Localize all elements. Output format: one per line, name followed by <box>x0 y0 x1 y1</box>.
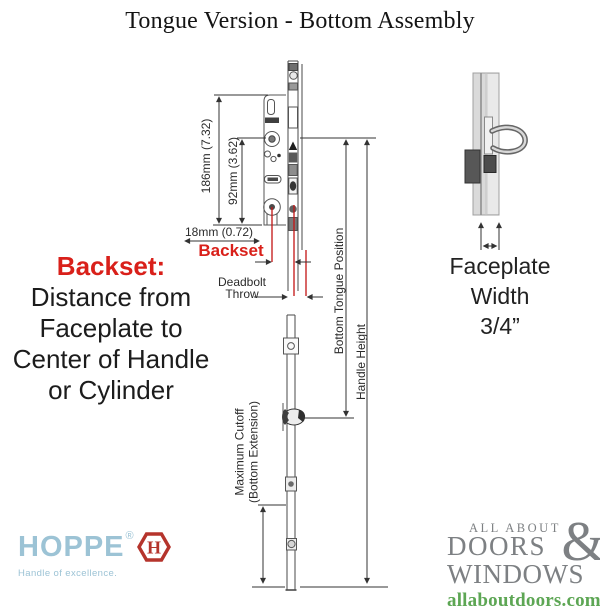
faceplate-width-callout: Faceplate Width 3/4” <box>428 251 572 341</box>
lock-case <box>263 94 286 226</box>
backset-note-line: Distance from <box>30 282 192 312</box>
maximum-cutoff-line2: (Bottom Extension) <box>246 400 260 504</box>
logo-website-url: allaboutdoors.com <box>447 590 600 611</box>
backset-note-heading: Backset: <box>56 251 166 281</box>
maximum-cutoff-line1: Maximum Cutoff <box>232 408 247 496</box>
registered-trademark-symbol: ® <box>125 530 134 542</box>
handle-height-label: Handle Height <box>354 323 368 401</box>
faceplate-width-label: Faceplate Width <box>449 253 551 309</box>
faceplate-photo-detail <box>464 72 528 250</box>
backset-note-line: Faceplate to <box>39 313 183 343</box>
deadbolt-throw-line1: Deadbolt <box>217 275 267 289</box>
page-title: Tongue Version - Bottom Assembly <box>125 8 475 34</box>
dim-92mm-label: 92mm (3.62) <box>226 136 240 206</box>
backset-note-line: Center of Handle <box>12 344 210 374</box>
backset-note-line: or Cylinder <box>48 375 174 405</box>
deadbolt-block <box>464 149 481 184</box>
faceplate-width-value: 3/4” <box>480 313 520 339</box>
red-reference-lines <box>271 205 307 296</box>
backset-dim-label: Backset <box>198 241 264 260</box>
hoppe-wordmark: HOPPE <box>18 531 125 563</box>
hoppe-hexagon-icon: H <box>136 532 171 562</box>
dimension-lines <box>184 94 388 588</box>
dim-18mm-label: 18mm (0.72) <box>184 225 254 239</box>
backset-definition-note: Backset: Distance from Faceplate to Cent… <box>1 251 221 406</box>
hoppe-logo: HOPPE ® H Handle of excellence. <box>18 530 171 579</box>
logo-all-about: ALL ABOUT <box>469 521 561 535</box>
maximum-cutoff-label: Maximum Cutoff (Bottom Extension) <box>232 400 261 504</box>
handle-follower-hub <box>264 131 280 147</box>
hoppe-monogram: H <box>147 538 161 558</box>
screw-detail <box>288 63 298 71</box>
hoppe-tagline: Handle of excellence. <box>18 568 118 579</box>
bottom-tongue-position-label: Bottom Tongue Position <box>332 227 346 355</box>
logo-ampersand: & <box>561 514 600 570</box>
allaboutdoors-logo: & ALL ABOUT DOORS WINDOWS allaboutdoors.… <box>447 514 600 612</box>
dim-186mm-label: 186mm (7.32) <box>199 118 213 194</box>
logo-doors: DOORS <box>447 531 547 561</box>
logo-windows: WINDOWS <box>447 559 584 589</box>
latch-cutout <box>288 106 298 129</box>
main-lock-drawing <box>263 60 306 591</box>
deadbolt-throw-label: Deadbolt Throw <box>218 276 266 300</box>
deadbolt-throw-line2: Throw <box>225 287 259 301</box>
